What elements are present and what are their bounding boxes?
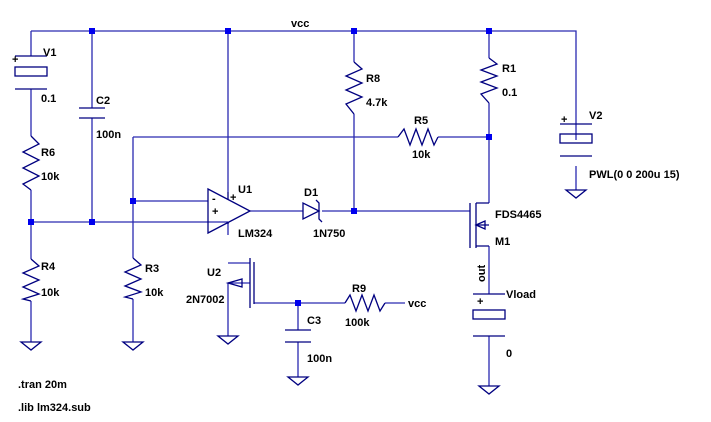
ground-icon: [216, 335, 240, 345]
capacitor-c2[interactable]: C2 100n: [79, 95, 121, 141]
resistor-r5[interactable]: R5 10k: [397, 115, 439, 161]
vload-value: 0: [506, 348, 512, 360]
battery-v2[interactable]: + V2 PWL(0 0 200u 15): [559, 110, 680, 181]
net-label-vcc-top: vcc: [291, 18, 309, 30]
ground-icon: [19, 341, 43, 351]
v1-name: V1: [43, 47, 56, 59]
c3-value: 100n: [307, 353, 332, 365]
junction-dot: [89, 28, 95, 34]
v2-plus: +: [561, 114, 567, 126]
v2-name: V2: [589, 110, 602, 122]
junction-dot: [486, 28, 492, 34]
junction-dot: [486, 134, 492, 140]
v1-value: 0.1: [41, 93, 56, 105]
ground-icon: [564, 189, 588, 199]
wires: [30, 30, 577, 386]
resistor-r9[interactable]: R9 100k: [344, 283, 386, 329]
net-label-vcc-r9: vcc: [408, 298, 426, 310]
r1-name: R1: [502, 63, 516, 75]
r8-name: R8: [366, 73, 380, 85]
zener-diode-d1[interactable]: D1 1N750: [302, 187, 345, 240]
spice-directive-lib: .lib lm324.sub: [18, 402, 91, 414]
ground-icon: [121, 341, 145, 351]
r5-name: R5: [414, 115, 428, 127]
u2-model: 2N7002: [186, 294, 225, 306]
u1-minus-sign: -: [212, 193, 216, 205]
ground-icon: [286, 376, 310, 386]
junction-dot: [225, 28, 231, 34]
vload-name: Vload: [506, 289, 536, 301]
r5-value: 10k: [412, 149, 431, 161]
nmos-u2[interactable]: U2 2N7002: [186, 258, 255, 308]
spice-directive-tran: .tran 20m: [18, 379, 67, 391]
resistor-r1[interactable]: R1 0.1: [479, 57, 517, 104]
r8-value: 4.7k: [366, 97, 388, 109]
r1-value: 0.1: [502, 87, 517, 99]
resistor-r4[interactable]: R4 10k: [20, 258, 60, 302]
resistor-r3[interactable]: R3 10k: [122, 257, 164, 300]
u1-supply-plus: +: [230, 192, 236, 204]
r9-name: R9: [352, 283, 366, 295]
d1-name: D1: [304, 187, 318, 199]
junction-dot: [130, 198, 136, 204]
r3-value: 10k: [145, 287, 164, 299]
battery-v1[interactable]: + V1 0.1: [12, 47, 56, 105]
c3-name: C3: [307, 315, 321, 327]
v2-value: PWL(0 0 200u 15): [589, 169, 680, 181]
m1-name: M1: [495, 236, 510, 248]
junction-dot: [295, 300, 301, 306]
opamp-u1[interactable]: + - + U1 LM324: [207, 184, 273, 240]
junctions: [28, 28, 492, 306]
junction-dot: [28, 219, 34, 225]
pmos-m1[interactable]: FDS4465 M1: [469, 202, 541, 248]
u1-name: U1: [238, 184, 252, 196]
junction-dot: [351, 28, 357, 34]
resistor-r8[interactable]: R8 4.7k: [344, 61, 388, 115]
vload-plus: +: [477, 296, 483, 308]
u2-name: U2: [207, 267, 221, 279]
battery-vload[interactable]: + Vload 0: [472, 289, 536, 360]
r4-value: 10k: [41, 287, 60, 299]
c2-name: C2: [96, 95, 110, 107]
d1-model: 1N750: [313, 228, 345, 240]
resistor-r6[interactable]: R6 10k: [21, 135, 60, 191]
c2-value: 100n: [96, 129, 121, 141]
u1-plus-sign: +: [212, 206, 218, 218]
ground-icon: [477, 385, 501, 395]
capacitor-c3[interactable]: C3 100n: [285, 315, 332, 365]
r3-name: R3: [145, 263, 159, 275]
r4-name: R4: [41, 261, 56, 273]
r6-name: R6: [41, 147, 55, 159]
v1-plus: +: [12, 54, 18, 66]
u1-model: LM324: [238, 228, 273, 240]
junction-dot: [351, 208, 357, 214]
r9-value: 100k: [345, 317, 370, 329]
junction-dot: [89, 219, 95, 225]
r6-value: 10k: [41, 171, 60, 183]
m1-model: FDS4465: [495, 209, 541, 221]
net-label-out: out: [476, 265, 488, 282]
